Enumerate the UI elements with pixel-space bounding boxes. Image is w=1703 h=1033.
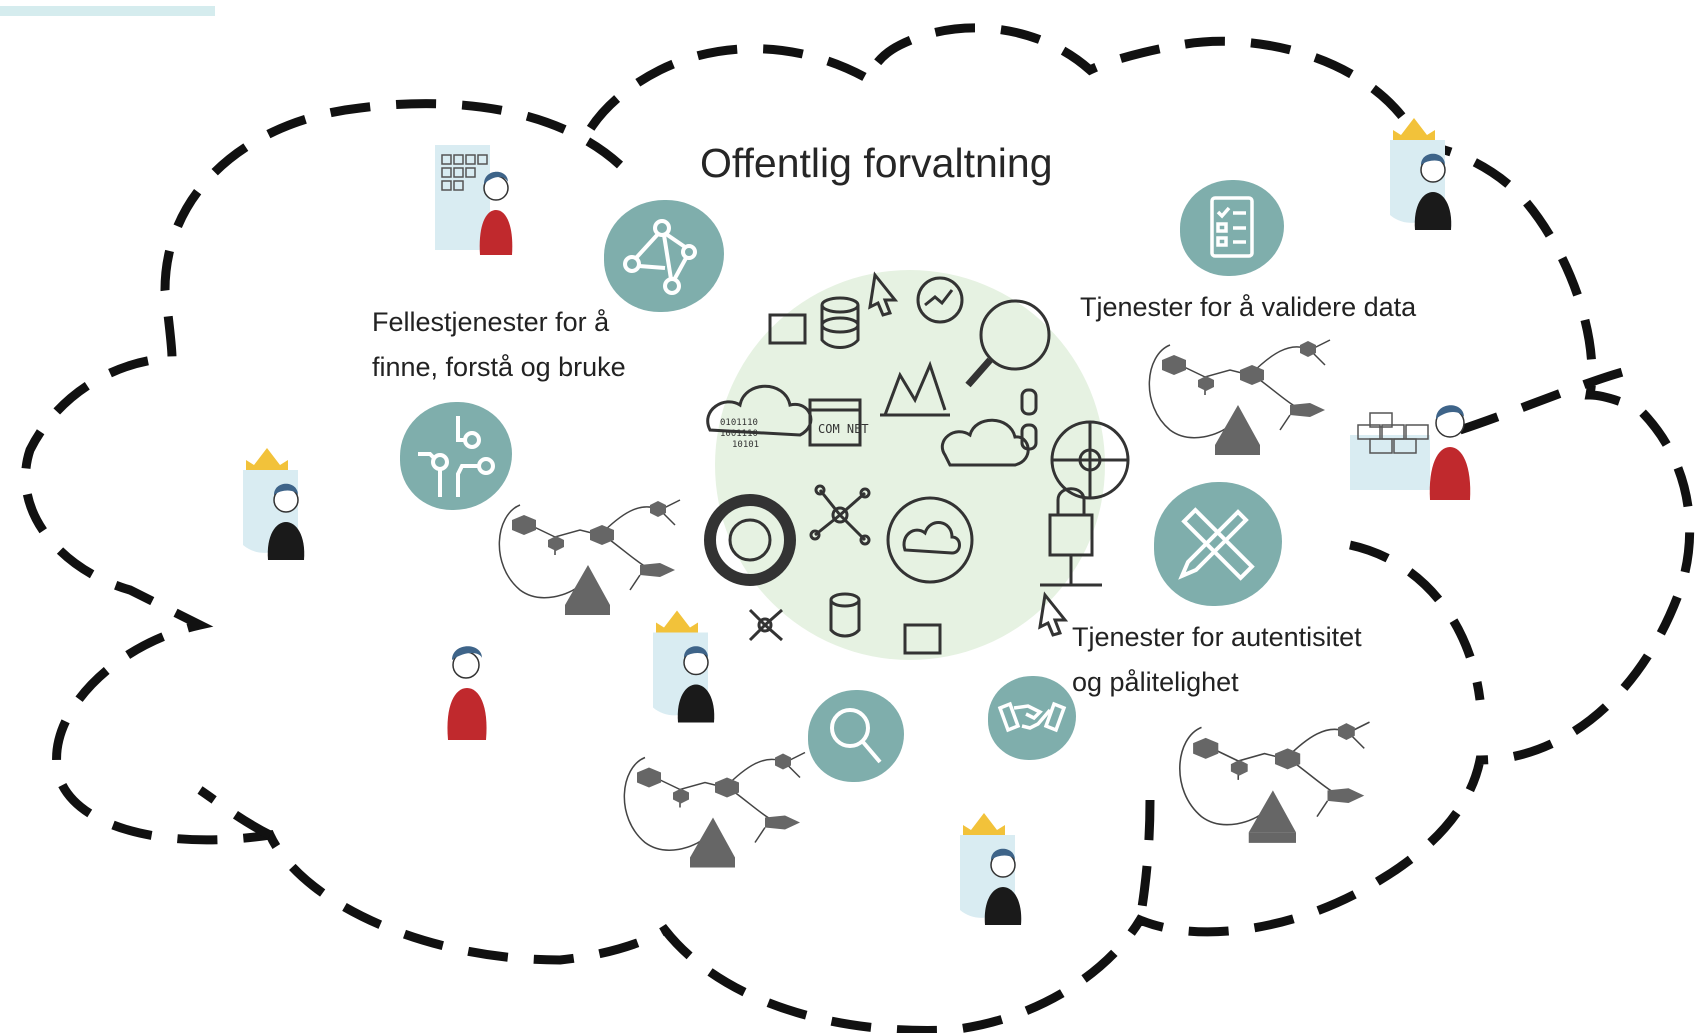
checklist-icon — [1180, 180, 1284, 276]
data-model-diagram — [1148, 339, 1331, 455]
top-accent-bar — [0, 6, 215, 16]
label-line: Tjenester for autentisitet — [1072, 622, 1362, 652]
building-person-icon — [1350, 405, 1471, 500]
label-authenticity: Tjenester for autentisitet og påliteligh… — [1072, 615, 1362, 705]
crown-person-icon — [960, 813, 1022, 925]
tools-icon — [1154, 482, 1282, 606]
data-model-diagram — [623, 751, 806, 868]
magnifier-icon — [808, 690, 904, 782]
data-model-diagram — [1179, 721, 1370, 843]
circuit-icon — [400, 402, 512, 510]
crown-person-icon — [653, 610, 715, 723]
handshake-icon — [988, 676, 1076, 760]
label-line: Fellestjenester for å — [372, 307, 610, 337]
network-graph-icon — [604, 200, 724, 312]
label-line: og pålitelighet — [1072, 667, 1239, 697]
crown-person-icon — [1390, 118, 1452, 230]
label-line: Tjenester for å validere data — [1080, 292, 1417, 322]
building-person-icon — [435, 145, 513, 255]
label-validate-data: Tjenester for å validere data — [1080, 285, 1416, 330]
data-model-diagram — [498, 499, 681, 615]
badge-text: COM NET — [818, 422, 869, 436]
person-icon — [447, 646, 487, 740]
crown-person-icon — [243, 448, 305, 560]
label-line: finne, forstå og bruke — [372, 352, 626, 382]
diagram-title: Offentlig forvaltning — [700, 140, 1053, 186]
label-find-understand-use: Fellestjenester for å finne, forstå og b… — [372, 300, 626, 390]
